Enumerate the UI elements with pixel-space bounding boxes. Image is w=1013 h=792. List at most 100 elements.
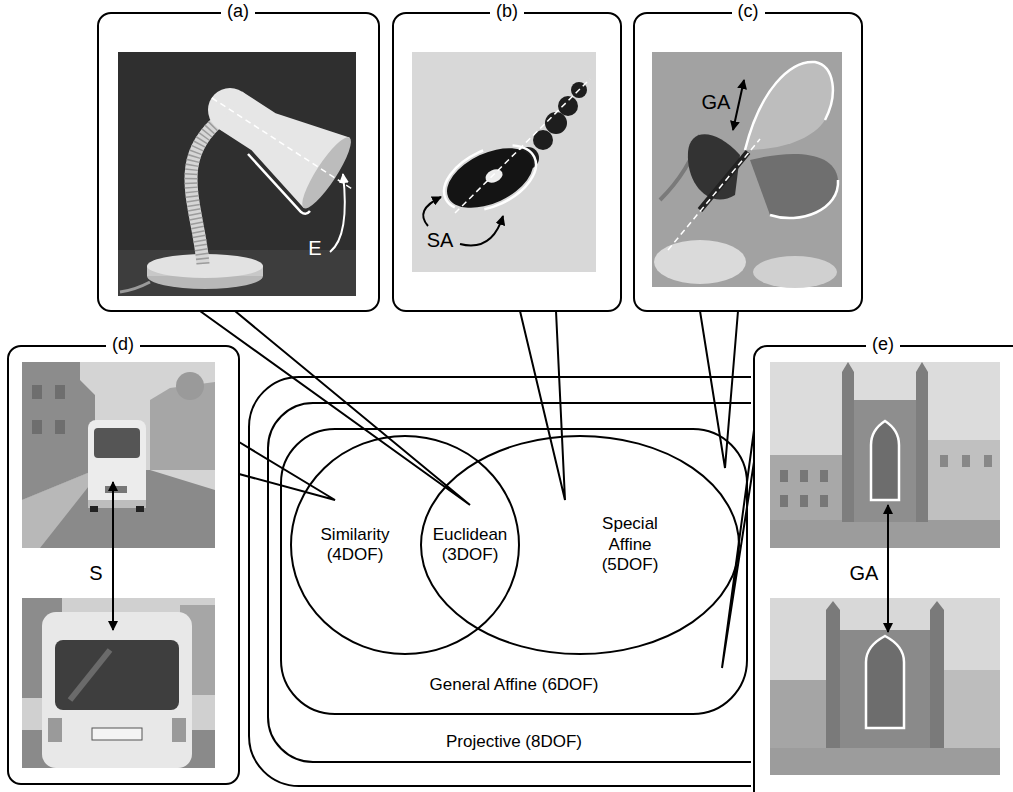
car-photo xyxy=(32,420,42,434)
car-photo xyxy=(22,598,215,768)
chapel-photo xyxy=(944,670,1000,748)
transform-label: GA xyxy=(702,90,731,114)
chapel-photo xyxy=(800,470,808,482)
car-photo xyxy=(55,640,179,710)
lamp-photo xyxy=(191,118,222,264)
chapel-photo xyxy=(770,362,1000,548)
callout-panel: (a)E xyxy=(97,12,380,312)
car-photo xyxy=(112,482,114,630)
chapel-photo xyxy=(770,362,1000,775)
chapel-photo xyxy=(930,610,944,748)
chapel-photo xyxy=(770,520,1000,548)
affine-set: Euclidean (3DOF)Similarity (4DOF) Special… xyxy=(280,428,748,715)
leader-wedge xyxy=(700,311,738,468)
chapel-photo xyxy=(887,505,889,632)
transform-label: S xyxy=(89,561,102,585)
projective-set-outline xyxy=(249,377,751,786)
chapel-photo xyxy=(800,495,808,507)
projective-set-outline xyxy=(248,376,890,787)
key-photo xyxy=(455,79,590,213)
butterfly-photo xyxy=(750,154,838,218)
panel-label: (a) xyxy=(221,1,255,23)
butterfly-photo xyxy=(652,52,842,288)
set-label: General Affine (6DOF) xyxy=(430,675,599,695)
lamp-photo xyxy=(330,174,345,252)
set-boundary xyxy=(268,403,751,762)
key-photo xyxy=(412,52,596,272)
similarity-set-outline xyxy=(291,436,519,654)
chapel-photo xyxy=(832,630,938,748)
butterfly-photo xyxy=(652,52,842,287)
butterfly-photo xyxy=(753,256,837,288)
projective-set: Euclidean (3DOF)Similarity (4DOF) Special… xyxy=(248,376,890,787)
set-label: Projective (8DOF) xyxy=(446,732,582,752)
lamp-photo xyxy=(248,154,310,214)
butterfly-photo xyxy=(745,62,833,150)
chapel-photo xyxy=(846,400,924,522)
chapel-photo xyxy=(962,455,970,467)
butterfly-photo xyxy=(668,139,760,250)
butterfly-photo xyxy=(654,240,746,284)
car-photo xyxy=(136,506,144,512)
panel-label: (d) xyxy=(106,334,140,356)
chapel-photo xyxy=(770,455,842,520)
panel-label: (b) xyxy=(490,1,524,23)
car-photo xyxy=(90,506,98,512)
car-photo xyxy=(94,428,140,458)
car-photo xyxy=(88,420,146,508)
lamp-photo xyxy=(118,52,358,296)
chapel-photo xyxy=(916,372,928,522)
lamp-photo xyxy=(120,282,150,292)
leader-wedge xyxy=(520,311,565,500)
chapel-photo xyxy=(780,495,788,507)
butterfly-photo xyxy=(700,152,748,210)
lamp-photo xyxy=(295,132,358,213)
panel-label: (e) xyxy=(866,334,900,356)
car-photo xyxy=(70,650,110,700)
chapel-photo xyxy=(770,745,1000,775)
key-photo xyxy=(423,197,441,226)
callout-panel: (c)GA xyxy=(633,12,863,312)
car-photo xyxy=(55,385,65,399)
key-photo xyxy=(460,216,503,245)
chapel-photo xyxy=(871,421,899,500)
butterfly-photo xyxy=(733,80,744,130)
chapel-photo xyxy=(842,372,854,522)
lamp-photo xyxy=(191,118,222,264)
chapel-photo xyxy=(928,440,1000,520)
key-photo xyxy=(558,96,578,116)
car-photo xyxy=(105,486,127,493)
chapel-photo xyxy=(930,601,944,610)
leader-wedge xyxy=(722,430,754,668)
chapel-photo xyxy=(842,362,854,372)
set-label: Euclidean (3DOF) xyxy=(428,525,512,566)
panel-label: (c) xyxy=(732,1,765,23)
car-photo xyxy=(42,612,192,768)
chapel-photo xyxy=(780,470,788,482)
car-photo xyxy=(22,362,215,548)
callout-panel: (d)S xyxy=(7,345,240,785)
chapel-photo xyxy=(826,610,840,748)
butterfly-photo xyxy=(745,62,833,150)
transform-label: E xyxy=(308,236,321,260)
car-photo xyxy=(32,385,42,399)
chapel-photo xyxy=(770,680,826,748)
lamp-photo xyxy=(218,92,350,209)
set-label: Special Affine (5DOF) xyxy=(597,514,663,575)
transform-label: SA xyxy=(427,228,454,252)
special-affine-set-outline xyxy=(421,436,739,654)
chapel-photo xyxy=(866,636,904,728)
chapel-photo xyxy=(984,455,992,467)
similarity-set: Euclidean (3DOF)Similarity (4DOF) xyxy=(290,435,520,655)
car-photo xyxy=(176,372,204,400)
lamp-photo xyxy=(212,98,352,189)
key-photo xyxy=(545,112,567,134)
euclidean-set: Euclidean (3DOF) xyxy=(420,460,520,630)
key-photo xyxy=(434,132,546,224)
leader-wedge xyxy=(200,311,470,505)
leader-wedge xyxy=(239,442,335,500)
transform-label: GA xyxy=(850,561,879,585)
chapel-photo xyxy=(826,601,840,610)
car-photo xyxy=(48,718,62,742)
chapel-photo xyxy=(770,598,1000,775)
